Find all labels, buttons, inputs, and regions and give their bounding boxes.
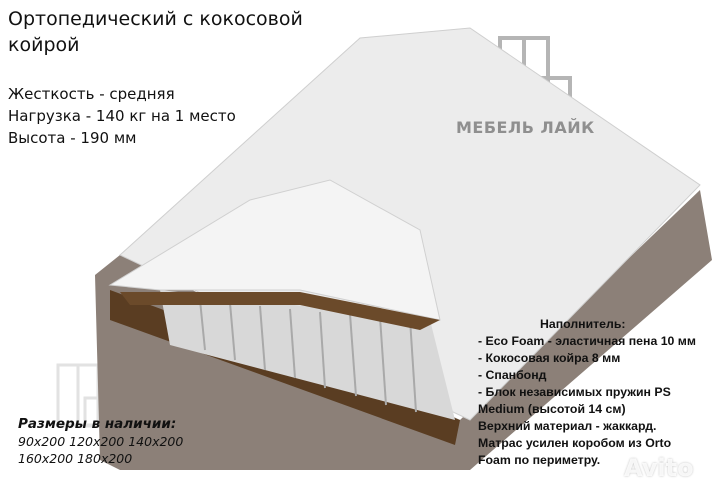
spec-load: Нагрузка - 140 кг на 1 место — [8, 107, 236, 125]
filling-line: Верхний материал - жаккард. — [478, 419, 657, 433]
mattress-side — [95, 190, 712, 470]
sizes-heading: Размеры в наличии: — [18, 416, 177, 432]
peeled-cover — [108, 179, 441, 321]
avito-watermark: Avito — [624, 454, 694, 482]
filling-line: Матрас усилен коробом из Orto — [478, 436, 672, 450]
coir-top — [120, 292, 440, 330]
filling-line: - Спанбонд — [478, 368, 547, 382]
logo-text: МЕБЕЛЬ ЛАЙК — [456, 118, 595, 137]
filling-heading: Наполнитель: — [540, 317, 626, 331]
filling-line: - Eco Foam - эластичная пена 10 мм — [478, 334, 696, 348]
filling-line: Medium (высотой 14 см) — [478, 402, 626, 416]
filling-line: Foam по периметру. — [478, 453, 601, 467]
spec-height: Высота - 190 мм — [8, 129, 137, 147]
filling-line: - Кокосовая койра 8 мм — [478, 351, 621, 365]
filling-description: Наполнитель: - Eco Foam - эластичная пен… — [478, 316, 718, 469]
spec-hardness: Жесткость - средняя — [8, 85, 175, 103]
filling-line: - Блок независимых пружин PS — [478, 385, 671, 399]
sizes-line: 90x200 120x200 140x200 — [18, 434, 184, 449]
available-sizes: Размеры в наличии: 90x200 120x200 140x20… — [18, 416, 183, 467]
product-title: Ортопедический с кокосовой койрой — [8, 8, 303, 56]
sizes-line: 160x200 180x200 — [18, 451, 133, 466]
springs — [199, 299, 417, 413]
